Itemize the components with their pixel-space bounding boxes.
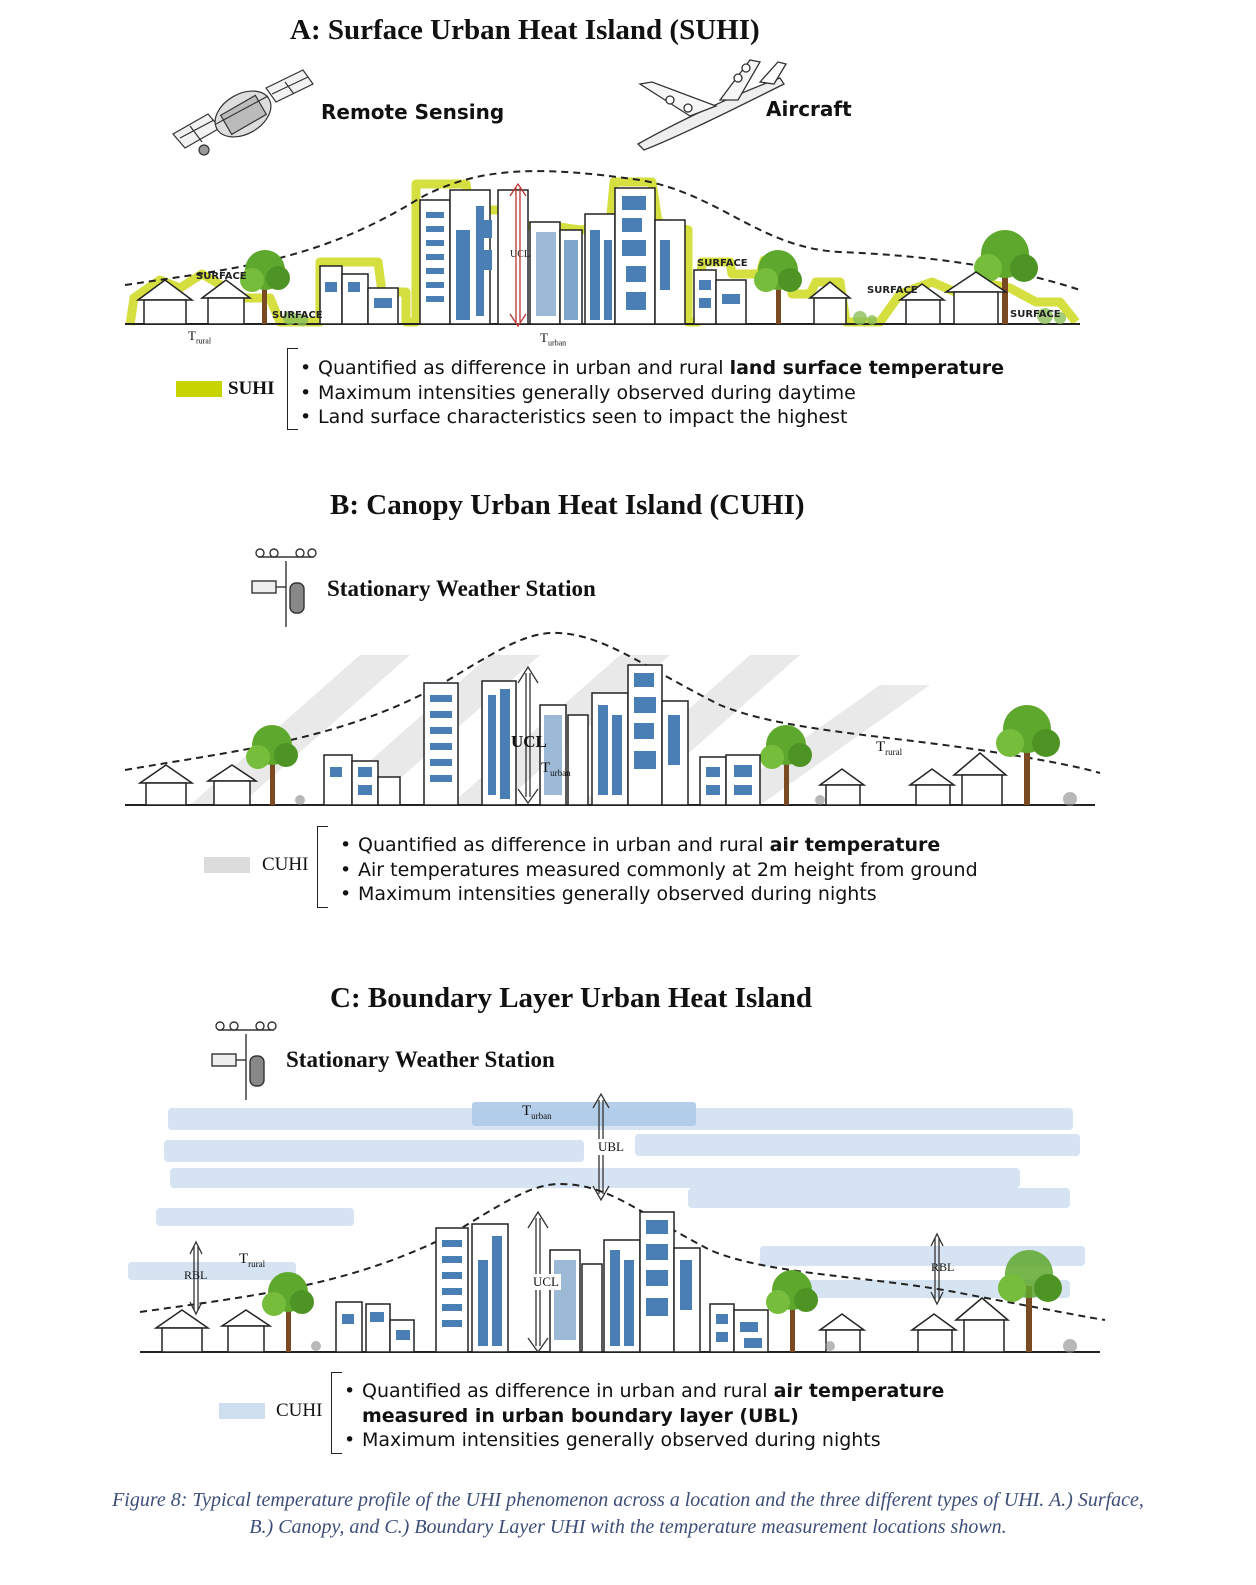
panel-a-ucl-label: UCL [510, 249, 530, 260]
satellite-icon [172, 69, 314, 156]
panel-a-scene: UCL [124, 170, 1081, 328]
surface-label-2: SURFACE [272, 310, 323, 321]
remote-sensing-label: Remote Sensing [321, 100, 505, 124]
panel-b-scene [124, 631, 1101, 806]
panel-c-rbl-left: RBL [184, 1268, 208, 1282]
panel-a-bullet-list: Quantified as difference in urban and ru… [296, 356, 1004, 430]
panel-b-t-urban: Turban [541, 760, 571, 778]
panel-c-bullet-2: Maximum intensities generally observed d… [340, 1428, 944, 1453]
weather-station-icon [251, 548, 317, 627]
panel-c-t-rural: Trural [239, 1251, 266, 1269]
cuhi-legend-label: CUHI [262, 854, 309, 875]
panel-c-rbl-right: RBL [931, 1260, 955, 1274]
panel-b-bullet-2: Air temperatures measured commonly at 2m… [336, 858, 978, 883]
panel-c-ucl-label: UCL [531, 1274, 561, 1290]
panel-b-title: B: Canopy Urban Heat Island (CUHI) [330, 489, 805, 521]
surface-label-3: SURFACE [697, 258, 748, 269]
panel-b-bullet-3: Maximum intensities generally observed d… [336, 882, 978, 907]
panel-c-bracket [331, 1372, 342, 1454]
cuhi-legend-swatch [204, 857, 250, 873]
surface-label-5: SURFACE [1010, 309, 1061, 320]
panel-a-bracket [287, 348, 298, 430]
panel-a-bullet-1: Quantified as difference in urban and ru… [296, 356, 1004, 381]
aircraft-icon [636, 59, 788, 151]
figure-caption-line-1: Figure 8: Typical temperature profile of… [112, 1489, 1144, 1511]
figure-caption-line-2: B.) Canopy, and C.) Boundary Layer UHI w… [249, 1516, 1007, 1538]
weather-station-icon-c [211, 1021, 277, 1100]
panel-b-t-rural: Trural [876, 739, 903, 757]
panel-c-bullet-list: Quantified as difference in urban and ru… [340, 1379, 944, 1453]
surface-label-4: SURFACE [867, 285, 918, 296]
aircraft-label: Aircraft [766, 97, 852, 121]
panel-c-ubl-label: UBL [596, 1139, 626, 1155]
panel-c-t-urban: Turban [522, 1103, 552, 1121]
suhi-legend-label: SUHI [228, 378, 275, 399]
panel-b-instrument-label: Stationary Weather Station [327, 576, 596, 601]
suhi-legend-swatch [176, 381, 222, 397]
panel-b-bracket [317, 826, 328, 908]
ubl-legend-swatch [219, 1403, 265, 1419]
panel-a-bullet-2: Maximum intensities generally observed d… [296, 381, 1004, 406]
panel-c-bullet-1: Quantified as difference in urban and ru… [340, 1379, 944, 1428]
panel-a-title: A: Surface Urban Heat Island (SUHI) [290, 14, 760, 46]
panel-b-bullet-1: Quantified as difference in urban and ru… [336, 833, 978, 858]
panel-c-instrument-label: Stationary Weather Station [286, 1047, 555, 1072]
ubl-legend-label: CUHI [276, 1400, 323, 1421]
panel-b-bullet-list: Quantified as difference in urban and ru… [336, 833, 978, 907]
panel-a-t-rural: Trural [188, 328, 212, 346]
panel-c-title: C: Boundary Layer Urban Heat Island [330, 982, 813, 1014]
figure-caption: Figure 8: Typical temperature profile of… [0, 1487, 1256, 1541]
panel-a-t-urban: Turban [540, 330, 567, 348]
panel-b-ucl-label: UCL [511, 732, 547, 751]
surface-label-1: SURFACE [196, 271, 247, 282]
panel-c-scene [128, 1092, 1106, 1354]
panel-a-bullet-3: Land surface characteristics seen to imp… [296, 405, 1004, 430]
